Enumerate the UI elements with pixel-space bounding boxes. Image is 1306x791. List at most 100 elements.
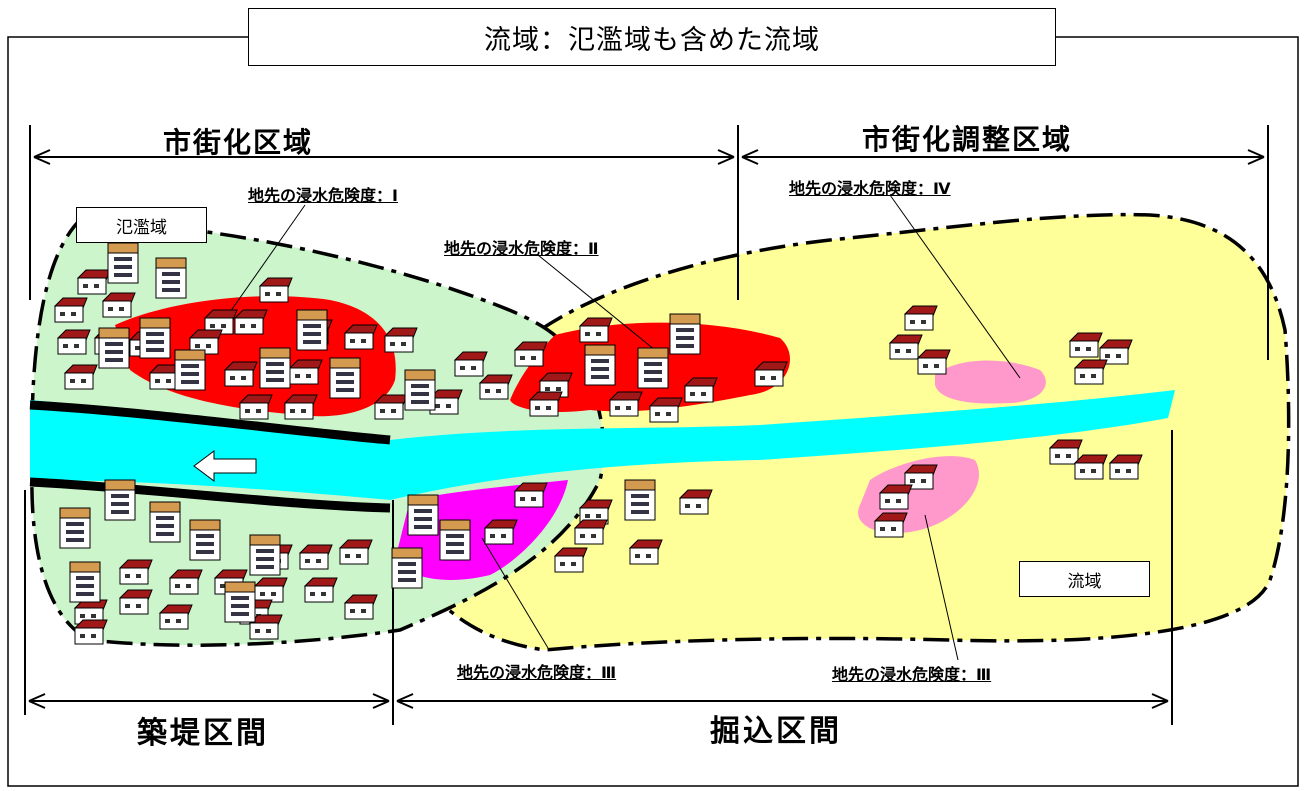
risk-label-1: 地先の浸水危険度：Ⅰ [248, 186, 398, 205]
house-icon [258, 277, 293, 303]
house-icon [453, 351, 488, 377]
apartment-icon [624, 479, 656, 521]
house-icon [1068, 332, 1103, 358]
house-icon [223, 361, 258, 387]
river [30, 390, 1175, 500]
apartment-icon [155, 257, 187, 299]
urbanization-control-area-dimension [741, 125, 1269, 360]
house-icon [903, 464, 938, 490]
apartment-icon [69, 561, 101, 603]
house-icon [283, 394, 318, 420]
house-icon [873, 512, 908, 538]
outer-frame [7, 36, 1299, 787]
apartment-icon [584, 344, 616, 386]
house-icon [578, 317, 613, 343]
apartment-icon [174, 349, 206, 391]
apartment-icon [139, 317, 171, 359]
risk-label-3-right: 地先の浸水危険度：Ⅲ [832, 665, 992, 684]
house-icon [303, 577, 338, 603]
diagram-title: 流域：氾濫域も含めた流域 [248, 8, 1056, 66]
apartment-icon [59, 507, 91, 549]
levee-section-dimension [24, 490, 394, 725]
apartment-icon [107, 242, 139, 284]
house-icon [513, 482, 548, 508]
house-icon [608, 391, 643, 417]
buildings [53, 242, 1143, 645]
house-icon [1073, 359, 1108, 385]
apartment-icon [249, 534, 281, 576]
house-icon [233, 309, 268, 335]
house-icon [338, 539, 373, 565]
house-icon [888, 334, 923, 360]
apartment-icon [149, 501, 181, 543]
house-icon [553, 547, 588, 573]
apartment-icon [189, 519, 221, 561]
house-icon [343, 324, 378, 350]
urbanization-control-area-label: 市街化調整区域 [862, 123, 1073, 156]
house-icon [373, 394, 408, 420]
excavated-section-dimension [396, 430, 1173, 725]
apartment-icon [224, 581, 256, 623]
apartment-icon [669, 313, 701, 355]
house-icon [513, 341, 548, 367]
house-icon [288, 359, 323, 385]
house-icon [753, 361, 788, 387]
house-icon [483, 519, 518, 545]
house-icon [683, 377, 718, 403]
apartment-icon [104, 479, 136, 521]
levee-section-label: 築堤区間 [137, 716, 269, 751]
house-icon [101, 292, 136, 318]
house-icon [573, 519, 608, 545]
house-icon [118, 559, 153, 585]
apartment-icon [98, 327, 130, 369]
house-icon [1073, 454, 1108, 480]
house-icon [56, 329, 91, 355]
apartment-icon [404, 369, 436, 411]
risk-label-4: 地先の浸水危険度：Ⅳ [789, 179, 951, 198]
risk-area-4 [935, 360, 1046, 404]
house-icon [628, 539, 663, 565]
basin-label: 流域 [1019, 561, 1150, 597]
house-icon [678, 489, 713, 515]
house-icon [1048, 439, 1083, 465]
levee-bank-upper [29, 400, 391, 445]
apartment-icon [637, 347, 669, 389]
house-icon [76, 269, 111, 295]
urbanization-area-label: 市街化区域 [163, 126, 314, 159]
apartment-icon [439, 519, 471, 561]
house-icon [238, 394, 273, 420]
house-icon [478, 374, 513, 400]
house-icon [343, 594, 378, 620]
house-icon [168, 569, 203, 595]
house-icon [118, 589, 153, 615]
risk-label-3-left: 地先の浸水危険度：Ⅲ [457, 663, 617, 682]
house-icon [1108, 454, 1143, 480]
apartment-icon [407, 494, 439, 536]
house-icon [648, 397, 683, 423]
risk-label-2: 地先の浸水危険度：Ⅱ [444, 239, 599, 258]
house-icon [383, 327, 418, 353]
house-icon [428, 389, 463, 415]
levee-bank-lower [29, 477, 391, 513]
apartment-icon [391, 547, 423, 589]
house-icon [158, 604, 193, 630]
house-icon [53, 297, 88, 323]
house-icon [903, 305, 938, 331]
urbanization-area-dimension [29, 125, 739, 300]
house-icon [298, 544, 333, 570]
house-icon [916, 349, 951, 375]
house-icon [63, 364, 98, 390]
excavated-section-label: 掘込区間 [710, 714, 842, 749]
arrow-left-icon [193, 450, 257, 482]
house-icon [253, 577, 288, 603]
apartment-icon [259, 347, 291, 389]
house-icon [73, 619, 108, 645]
house-icon [528, 391, 563, 417]
flood-area-label: 氾濫域 [76, 207, 207, 243]
house-icon [878, 484, 913, 510]
apartment-icon [329, 357, 361, 399]
house-icon [248, 614, 283, 640]
apartment-icon [296, 309, 328, 351]
